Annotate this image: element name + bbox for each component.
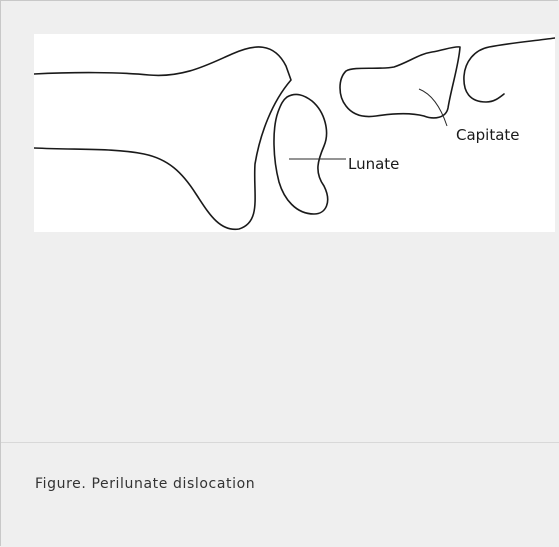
capitate-bone	[340, 47, 460, 118]
wrist-diagram-svg: Lunate Capitate	[34, 34, 555, 232]
metacarpal-bone	[464, 38, 555, 102]
radius-bone	[34, 47, 291, 229]
capitate-leader-line	[419, 89, 447, 126]
wrist-diagram: Lunate Capitate	[34, 34, 555, 232]
lunate-label: Lunate	[348, 155, 399, 173]
capitate-label: Capitate	[456, 126, 520, 144]
figure-caption: Figure. Perilunate dislocation	[35, 476, 255, 492]
lunate-bone	[274, 94, 328, 214]
caption-divider	[1, 442, 559, 443]
